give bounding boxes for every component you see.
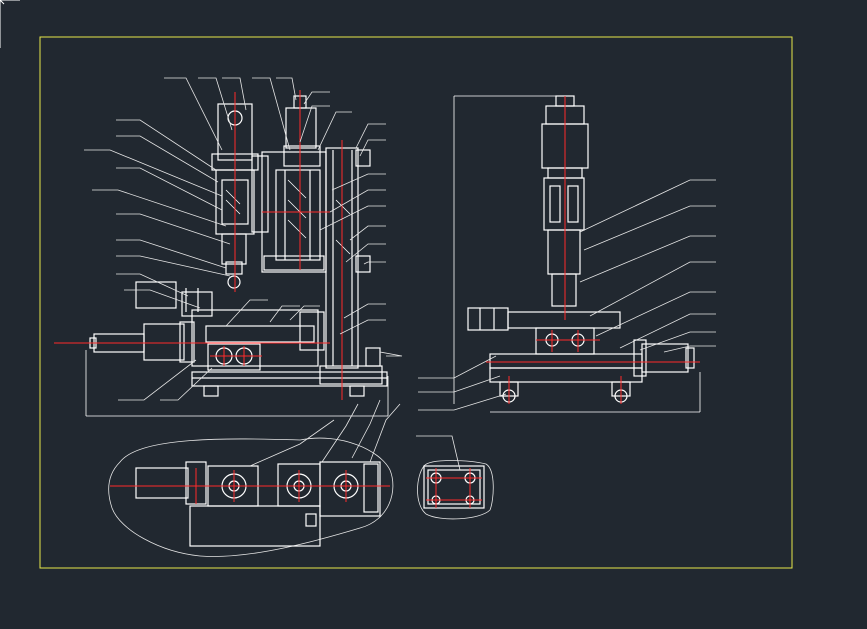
plan-view[interactable] xyxy=(108,399,401,557)
ucs-icon xyxy=(0,0,20,48)
side-leaders xyxy=(418,179,716,411)
drawing-frame xyxy=(39,36,793,569)
front-leaders xyxy=(84,77,403,401)
side-view[interactable] xyxy=(453,95,701,413)
detail-leader xyxy=(416,435,461,471)
side-centerlines xyxy=(486,96,700,404)
detail-view[interactable] xyxy=(416,435,494,520)
front-centerlines xyxy=(54,90,343,400)
